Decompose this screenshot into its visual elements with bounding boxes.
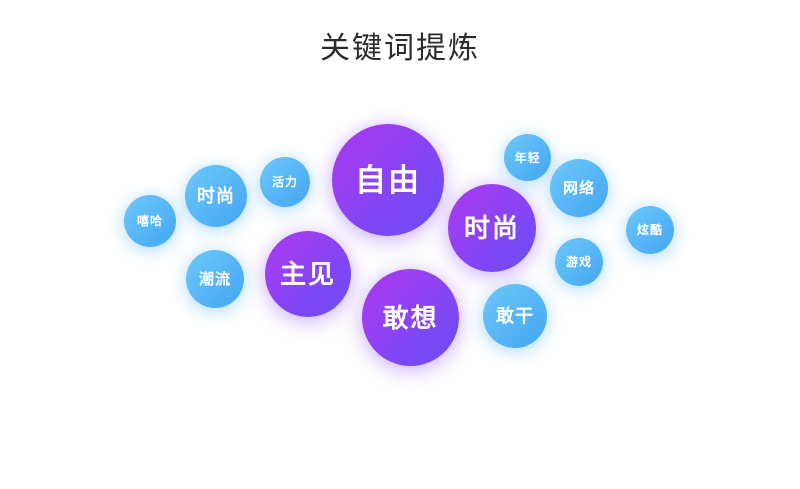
keyword-bubble[interactable]: 网络 [550,159,608,217]
keyword-bubble[interactable]: 主见 [265,231,351,317]
keyword-bubble-label: 潮流 [198,270,231,288]
keyword-bubble[interactable]: 游戏 [555,238,603,286]
keyword-bubble[interactable]: 活力 [260,157,310,207]
page-title: 关键词提炼 [320,32,480,65]
keyword-bubble-label: 时尚 [463,213,520,243]
keyword-bubble-label: 时尚 [197,186,235,206]
keyword-bubble-label: 网络 [562,179,595,197]
keyword-bubble[interactable]: 敢想 [362,269,459,366]
keyword-bubble-label: 年轻 [514,150,541,165]
keyword-bubble[interactable]: 时尚 [185,165,247,227]
keyword-bubble[interactable]: 自由 [332,124,444,236]
keyword-bubble-label: 炫酷 [636,223,663,237]
keyword-bubble-label: 敢干 [496,306,534,326]
keyword-bubble[interactable]: 年轻 [504,134,551,181]
keyword-bubble-label: 敢想 [382,302,439,333]
keyword-bubble[interactable]: 敢干 [483,284,547,348]
keyword-bubble[interactable]: 炫酷 [626,206,674,254]
keyword-bubble-label: 游戏 [565,255,592,269]
keyword-bubble-label: 主见 [279,259,336,289]
keyword-bubble[interactable]: 嘻哈 [124,195,176,247]
keyword-bubble[interactable]: 时尚 [448,184,536,272]
keyword-bubble-label: 嘻哈 [136,214,163,228]
keyword-bubble-label: 自由 [355,162,421,198]
keyword-bubble[interactable]: 潮流 [186,250,244,308]
keyword-bubble-label: 活力 [271,175,298,189]
